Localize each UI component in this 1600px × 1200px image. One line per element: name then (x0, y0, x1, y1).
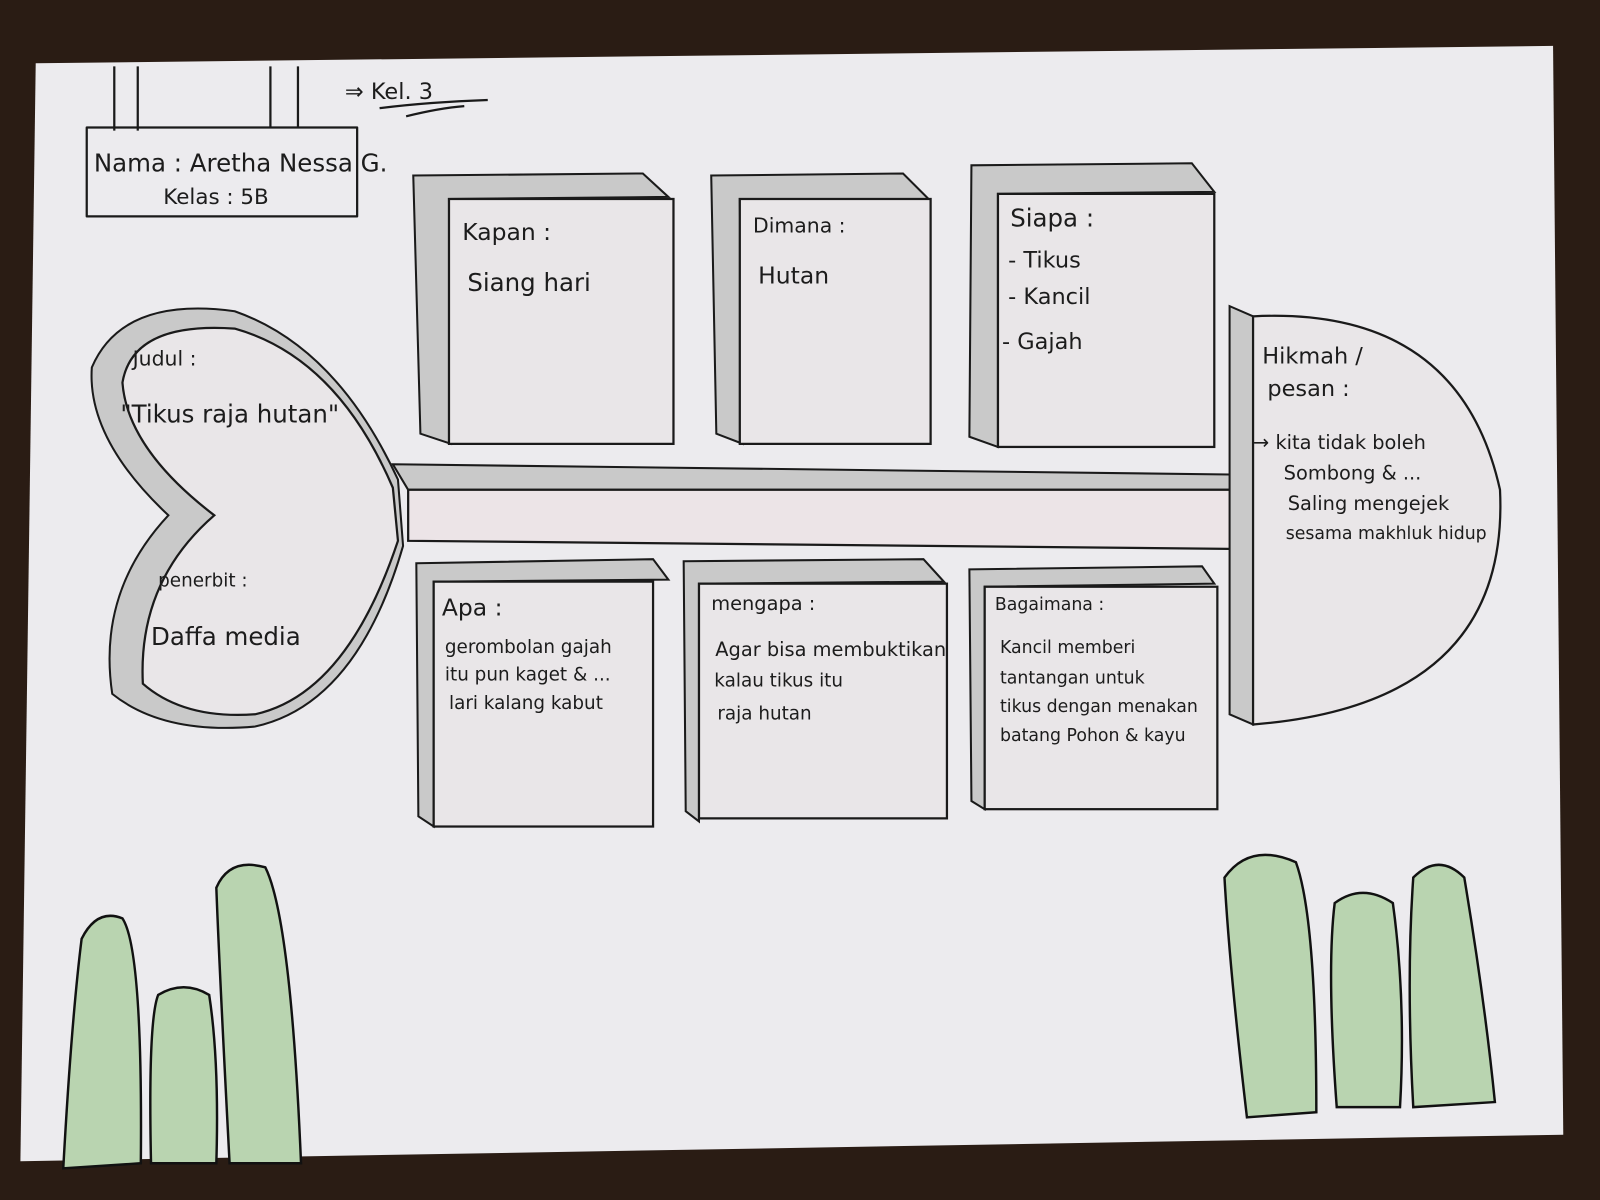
head-line: Saling mengejek (1288, 492, 1450, 515)
box-line: lari kalang kabut (449, 693, 603, 714)
class-text: Kelas : 5B (163, 185, 268, 210)
publisher-label: penerbit : (158, 571, 247, 592)
head-line: → kita tidak boleh (1253, 431, 1426, 454)
box-apa: Apa : gerombolan gajah itu pun kaget & .… (415, 558, 671, 829)
fish-tail: Judul : "Tikus raja hutan" penerbit : Da… (90, 307, 405, 729)
head-line: sesama makhluk hidup (1286, 524, 1487, 544)
group-label: ⇒ Kel. 3 (345, 79, 433, 105)
box-dimana: Dimana : Hutan (710, 172, 932, 446)
box-label: Apa : (442, 593, 503, 621)
fish-spine (391, 463, 1246, 551)
box-line: Agar bisa membuktikan (715, 638, 946, 661)
box-label: mengapa : (711, 592, 815, 615)
head-label-2: pesan : (1267, 376, 1349, 402)
name-text: Nama : Aretha Nessa G. (94, 148, 387, 177)
fish-head: Hikmah / pesan : → kita tidak boleh Somb… (1228, 304, 1502, 727)
plants-left (61, 863, 303, 1170)
box-line: - Gajah (1002, 329, 1083, 355)
box-siapa: Siapa : - Tikus - Kancil - Gajah (968, 162, 1217, 449)
box-line: - Kancil (1008, 284, 1090, 310)
box-kapan: Kapan : Siang hari (412, 172, 675, 446)
box-line: Hutan (758, 262, 829, 290)
box-bagaimana: Bagaimana : Kancil memberi tantangan unt… (968, 565, 1219, 812)
box-line: gerombolan gajah (445, 637, 612, 658)
name-tag: Nama : Aretha Nessa G. Kelas : 5B (85, 66, 387, 218)
box-label: Dimana : (753, 214, 846, 238)
box-line: batang Pohon & kayu (1000, 726, 1186, 746)
plants-right (1223, 853, 1497, 1119)
box-line: tantangan untuk (1000, 669, 1145, 689)
box-line: Siang hari (467, 268, 591, 297)
box-mengapa: mengapa : Agar bisa membuktikan kalau ti… (682, 558, 949, 824)
box-line: raja hutan (717, 703, 811, 724)
head-label-1: Hikmah / (1262, 343, 1363, 369)
box-line: Kancil memberi (1000, 638, 1135, 658)
box-line: tikus dengan menakan (1000, 697, 1198, 717)
box-label: Siapa : (1010, 204, 1094, 233)
title-label: Judul : (131, 346, 197, 370)
publisher-value: Daffa media (151, 622, 301, 651)
title-value: "Tikus raja hutan" (120, 399, 339, 428)
box-line: - Tikus (1008, 247, 1081, 273)
head-line: Sombong & ... (1284, 462, 1422, 485)
box-label: Bagaimana : (995, 595, 1104, 615)
box-label: Kapan : (462, 218, 551, 246)
box-line: itu pun kaget & ... (445, 665, 611, 686)
box-line: kalau tikus itu (714, 671, 843, 692)
